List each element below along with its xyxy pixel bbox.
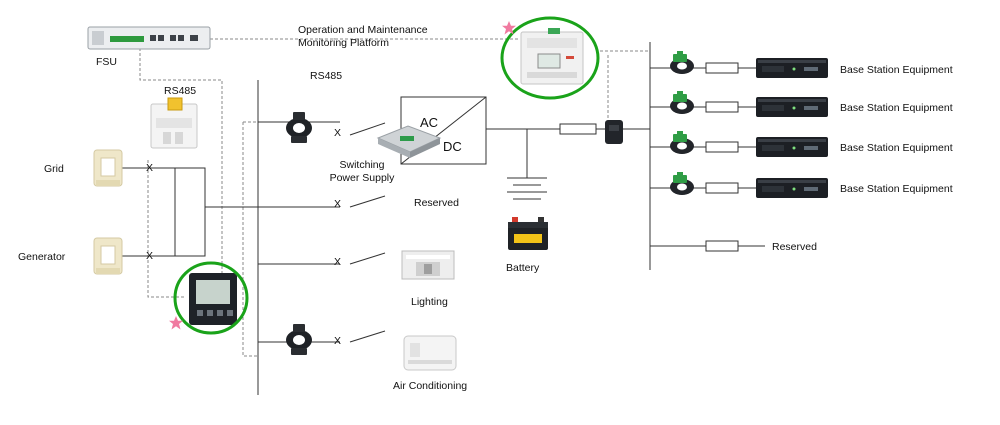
reserved-ac-label: Reserved	[414, 197, 459, 209]
platform-label-line2: Monitoring Platform	[298, 37, 390, 49]
rs485-bus-label: RS485	[310, 70, 343, 82]
air-conditioner-icon	[403, 335, 457, 371]
rs485-meter-label: RS485	[164, 85, 197, 97]
ac-label: AC	[420, 115, 439, 130]
switching-label-line1: Switching	[339, 159, 385, 171]
bse-label-2: Base Station Equipment	[840, 102, 953, 114]
dc-sensor-icon	[670, 91, 694, 114]
grid-ct-icon	[93, 149, 123, 187]
switch-mark: X	[334, 198, 342, 210]
dc-sensor-icon	[670, 131, 694, 154]
switching-label-line2: Power Supply	[329, 172, 395, 184]
highlight-ring	[173, 261, 249, 335]
battery-icon	[508, 217, 548, 250]
air-conditioning-label: Air Conditioning	[393, 380, 468, 392]
switch-mark: X	[334, 335, 342, 347]
lighting-label: Lighting	[411, 296, 448, 308]
dc-sensor-icon	[670, 172, 694, 195]
fsu-label: FSU	[96, 56, 117, 68]
dc-sensor-icon	[670, 51, 694, 74]
switch-mark: X	[146, 250, 154, 262]
reserved-dc-label: Reserved	[772, 241, 817, 253]
rack-server-icon	[756, 97, 828, 117]
ct-icon	[286, 324, 312, 355]
rack-server-icon	[756, 58, 828, 78]
dc-sensor-icon	[605, 120, 623, 144]
battery-label: Battery	[506, 262, 540, 274]
highlight-ring	[500, 16, 600, 100]
lamp-icon	[401, 250, 455, 280]
switch-mark: X	[334, 127, 342, 139]
ct-icon	[286, 112, 312, 143]
power-supply-icon	[376, 125, 442, 158]
rack-server-icon	[756, 137, 828, 157]
fsu-unit-icon	[87, 26, 211, 50]
rack-server-icon	[756, 178, 828, 198]
platform-label-line1: Operation and Maintenance	[298, 24, 428, 36]
switch-mark: X	[334, 256, 342, 268]
bse-label-3: Base Station Equipment	[840, 142, 953, 154]
ac-meter-icon	[189, 273, 237, 325]
dc-meter-icon	[520, 28, 584, 85]
breaker-icon	[150, 97, 198, 149]
switch-mark: X	[146, 162, 154, 174]
grid-label: Grid	[44, 163, 64, 175]
generator-label: Generator	[18, 251, 66, 263]
bse-label-1: Base Station Equipment	[840, 64, 953, 76]
dc-label: DC	[443, 139, 462, 154]
bse-label-4: Base Station Equipment	[840, 183, 953, 195]
generator-ct-icon	[93, 237, 123, 275]
